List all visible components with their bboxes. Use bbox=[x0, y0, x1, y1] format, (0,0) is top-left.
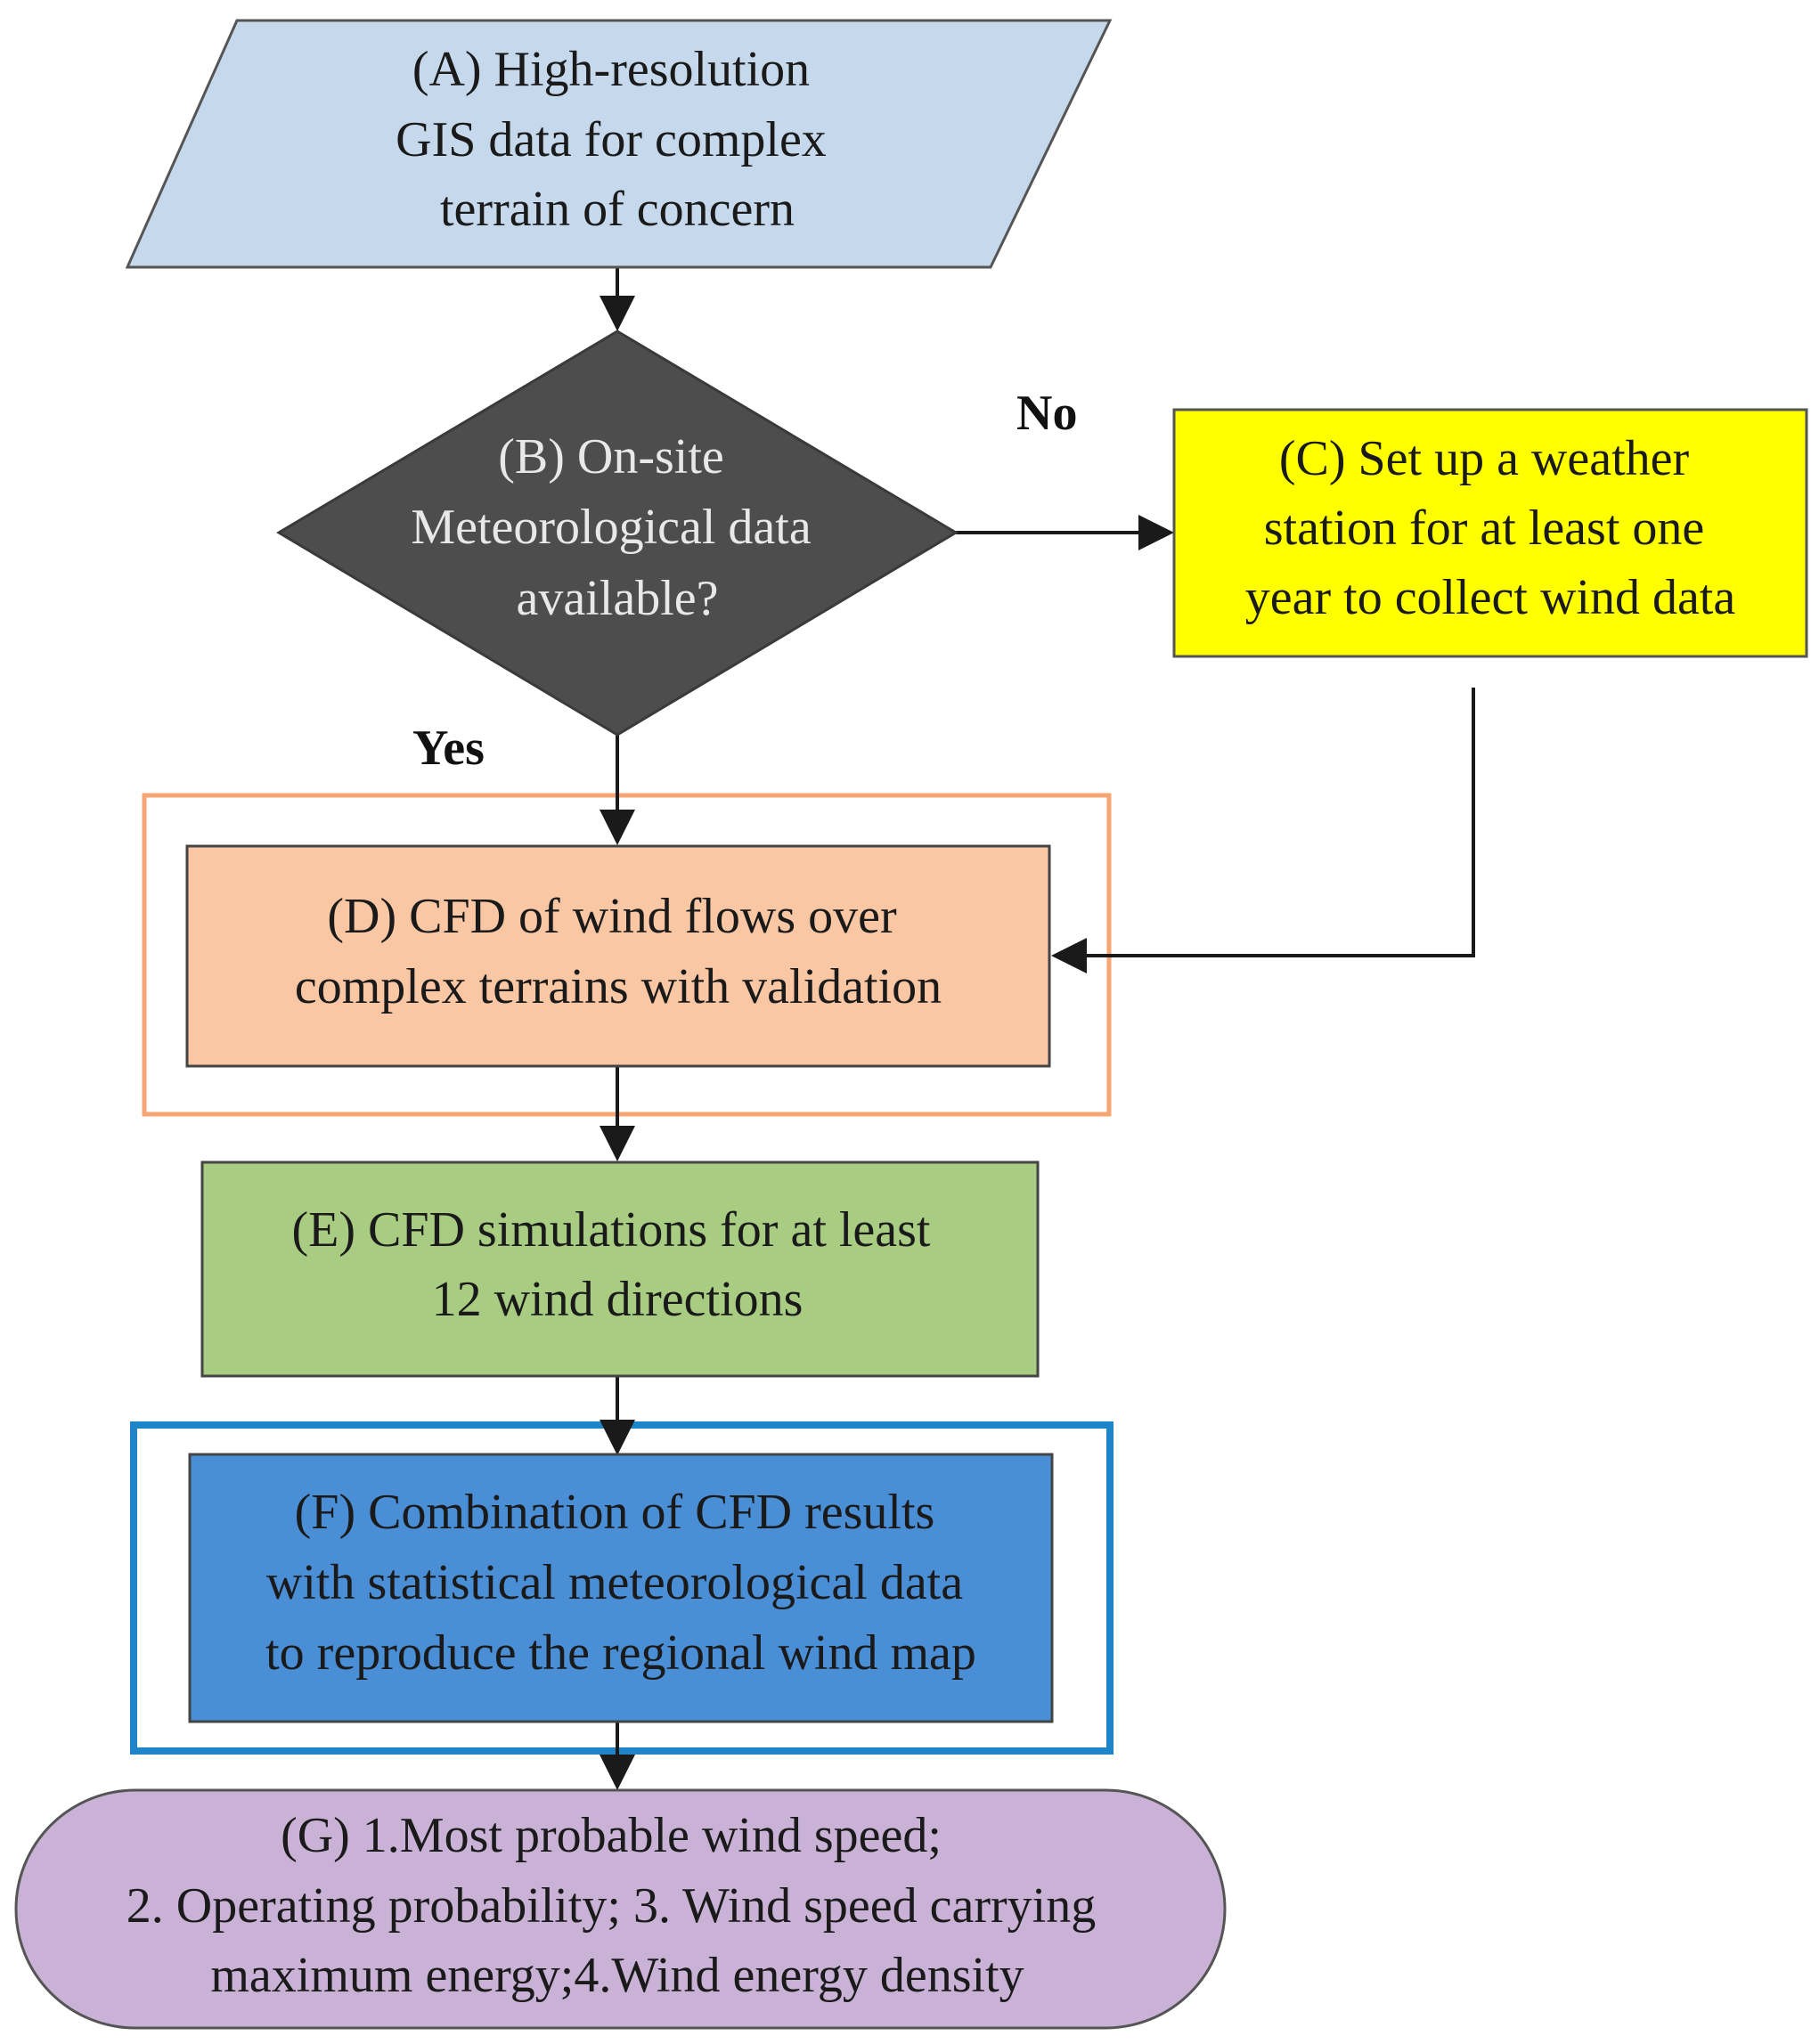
node-e-shape bbox=[200, 1160, 1040, 1378]
node-a-text: (A) High-resolution GIS data for complex… bbox=[396, 42, 839, 237]
node-e-text: (E) CFD simulations for at least 12 wind… bbox=[291, 1202, 942, 1327]
node-f-text: (F) Combination of CFD results with stat… bbox=[265, 1485, 976, 1681]
node-e-line-1: (E) CFD simulations for at least bbox=[291, 1202, 930, 1258]
node-b-text: (B) On-site Meteorological data availabl… bbox=[411, 429, 823, 626]
node-a-shape bbox=[125, 19, 1113, 269]
node-f-line-3: to reproduce the regional wind map bbox=[265, 1625, 976, 1681]
edge-label-yes: Yes bbox=[412, 721, 485, 776]
node-c-line-1: (C) Set up a weather bbox=[1279, 431, 1690, 486]
node-c-shape bbox=[1172, 408, 1808, 658]
edge-label-no: No bbox=[1016, 386, 1077, 441]
node-a-line-2: GIS data for complex bbox=[396, 112, 827, 167]
node-b-line-3: available? bbox=[517, 571, 719, 626]
node-d-text: (D) CFD of wind flows over complex terra… bbox=[295, 889, 942, 1014]
node-d-line-1: (D) CFD of wind flows over bbox=[327, 889, 897, 944]
node-b-line-1: (B) On-site bbox=[498, 429, 724, 485]
edge-c-to-d bbox=[1051, 688, 1475, 973]
node-g-line-2: 2. Operating probability; 3. Wind speed … bbox=[126, 1878, 1096, 1934]
node-f-line-1: (F) Combination of CFD results bbox=[295, 1485, 935, 1540]
node-d-shape bbox=[185, 844, 1051, 1068]
node-e-line-2: 12 wind directions bbox=[432, 1272, 804, 1327]
node-g-line-3: maximum energy;4.Wind energy density bbox=[210, 1948, 1024, 2003]
node-c-line-3: year to collect wind data bbox=[1245, 570, 1736, 625]
node-f-shape bbox=[188, 1453, 1054, 1723]
node-d-line-2: complex terrains with validation bbox=[295, 959, 942, 1014]
node-a-line-1: (A) High-resolution bbox=[412, 42, 810, 97]
node-b-line-2: Meteorological data bbox=[411, 500, 812, 555]
node-f-line-2: with statistical meteorological data bbox=[266, 1555, 963, 1610]
node-g-line-1: (G) 1.Most probable wind speed; bbox=[281, 1808, 942, 1863]
node-g-text: (G) 1.Most probable wind speed; 2. Opera… bbox=[126, 1808, 1108, 2003]
node-c-text: (C) Set up a weather station for at leas… bbox=[1245, 431, 1736, 625]
node-b-shape bbox=[276, 330, 959, 737]
node-a-line-3: terrain of concern bbox=[440, 182, 795, 237]
node-g-shape bbox=[14, 1788, 1227, 2030]
node-c-line-2: station for at least one bbox=[1264, 501, 1705, 556]
